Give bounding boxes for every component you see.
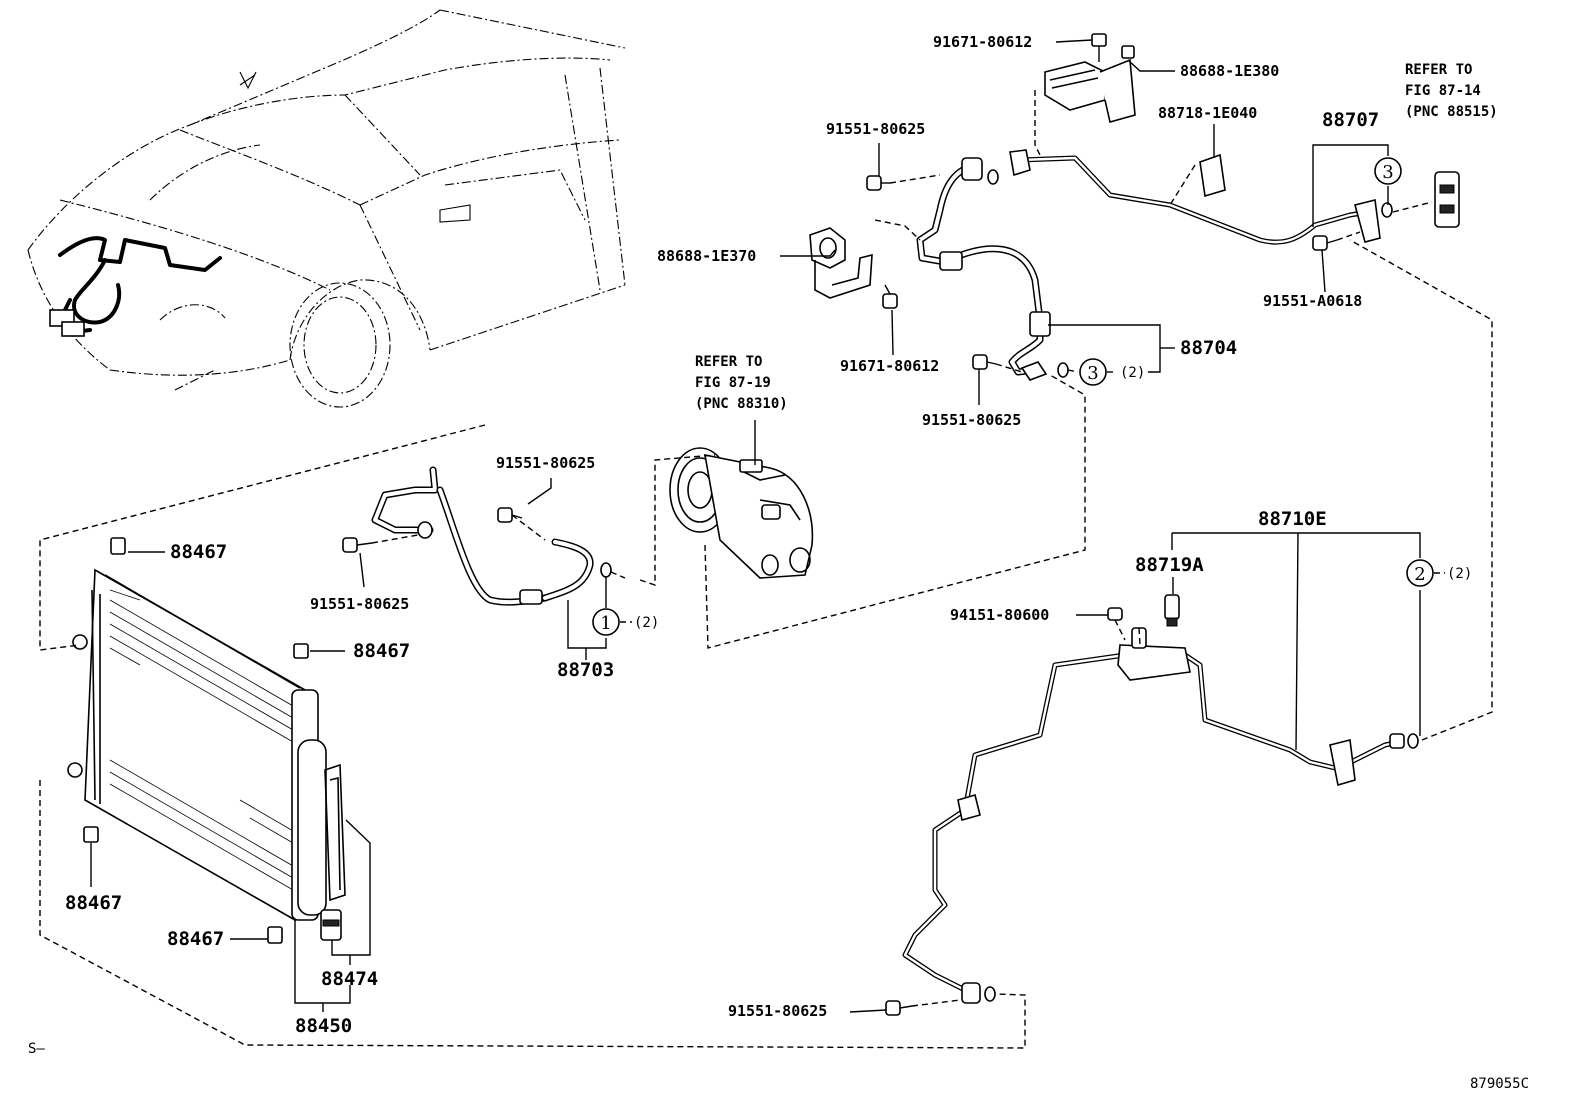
vehicle-outline [27,9,626,408]
label-88467-a: 88467 [170,541,227,563]
bolt-91551-bottom [885,1000,913,1016]
label-91551-80625-hose: 91551-80625 [496,454,595,472]
refer-note-fig87-14-line3: (PNC 88515) [1405,104,1498,120]
label-91551-80625-hose2: 91551-80625 [310,595,409,613]
callout-2: 2 (2) [1406,559,1472,587]
refer-note-fig87-19-line3: (PNC 88310) [695,396,788,412]
label-88704: 88704 [1180,337,1237,359]
fasteners [342,33,1338,1016]
condenser-assembly [67,537,346,944]
label-88710e: 88710E [1258,508,1327,530]
callout-2-qty: (2) [1447,566,1472,582]
nut-94151 [1107,607,1123,621]
label-91551-80625-mid: 91551-80625 [922,411,1021,429]
callout-3a-number: 3 [1382,162,1393,183]
part-labels: 91671-80612 88688-1E380 91551-80625 8871… [65,33,1379,1037]
label-91671-80612-mid: 91671-80612 [840,357,939,375]
label-88719a: 88719A [1135,554,1204,576]
bolt-91551-hose2 [342,537,373,553]
bracket-88688-1e370 [809,227,873,299]
label-88707: 88707 [1322,109,1379,131]
label-88703: 88703 [557,659,614,681]
bolt-91551-hose [497,507,523,523]
callout-1: 1 (2) [592,576,659,636]
bolt-91551-a0618 [1312,235,1338,251]
label-94151-80600: 94151-80600 [950,606,1049,624]
refer-note-fig87-19: REFER TO FIG 87-19 (PNC 88310) [695,354,788,412]
bolt-91551-top [866,175,890,191]
label-88467-c: 88467 [65,892,122,914]
footer-mark: S– [28,1041,45,1057]
label-88467-b: 88467 [353,640,410,662]
suction-hose-88704 [916,157,1069,381]
connection-lines [39,90,1493,1049]
label-88688-1e380: 88688-1E380 [1180,62,1279,80]
liquid-pipe-88707 [1009,58,1460,245]
label-88467-d: 88467 [167,928,224,950]
bolt-91671-top [1091,33,1107,62]
callout-3-upper: 3 [1374,157,1402,185]
label-91671-80612-top: 91671-80612 [933,33,1032,51]
refer-note-fig87-14: REFER TO FIG 87-14 (PNC 88515) [1405,62,1498,120]
callout-3-lower: 3 (2) [1079,358,1145,386]
refer-note-fig87-19-line2: FIG 87-19 [695,375,771,391]
label-91551-80625-top: 91551-80625 [826,120,925,138]
bolt-88688-1e380-top [1121,45,1135,59]
liquid-pipe-88710e [902,594,1419,1004]
callout-3b-number: 3 [1087,363,1098,384]
callout-3b-qty: (2) [1120,365,1145,381]
label-88450: 88450 [295,1015,352,1037]
refer-note-fig87-14-line2: FIG 87-14 [1405,83,1481,99]
callout-1-number: 1 [600,613,611,634]
discharge-hose-88703 [371,466,612,606]
diagram-id: 879055C [1470,1076,1529,1092]
bolt-91671-mid [882,284,898,309]
label-88474: 88474 [321,968,378,990]
callout-1-qty: (2) [634,615,659,631]
callout-2-number: 2 [1414,564,1425,585]
condenser-fins [109,589,301,895]
label-88718-1e040: 88718-1E040 [1158,104,1257,122]
label-91551-80625-bottom: 91551-80625 [728,1002,827,1020]
refer-note-fig87-14-line1: REFER TO [1405,62,1472,78]
ac-compressor [669,447,814,579]
label-88688-1e370: 88688-1E370 [657,247,756,265]
label-91551-a0618: 91551-A0618 [1263,292,1362,310]
refer-note-fig87-19-line1: REFER TO [695,354,762,370]
leader-lines [90,39,1421,1013]
bolt-91551-mid [972,354,997,370]
